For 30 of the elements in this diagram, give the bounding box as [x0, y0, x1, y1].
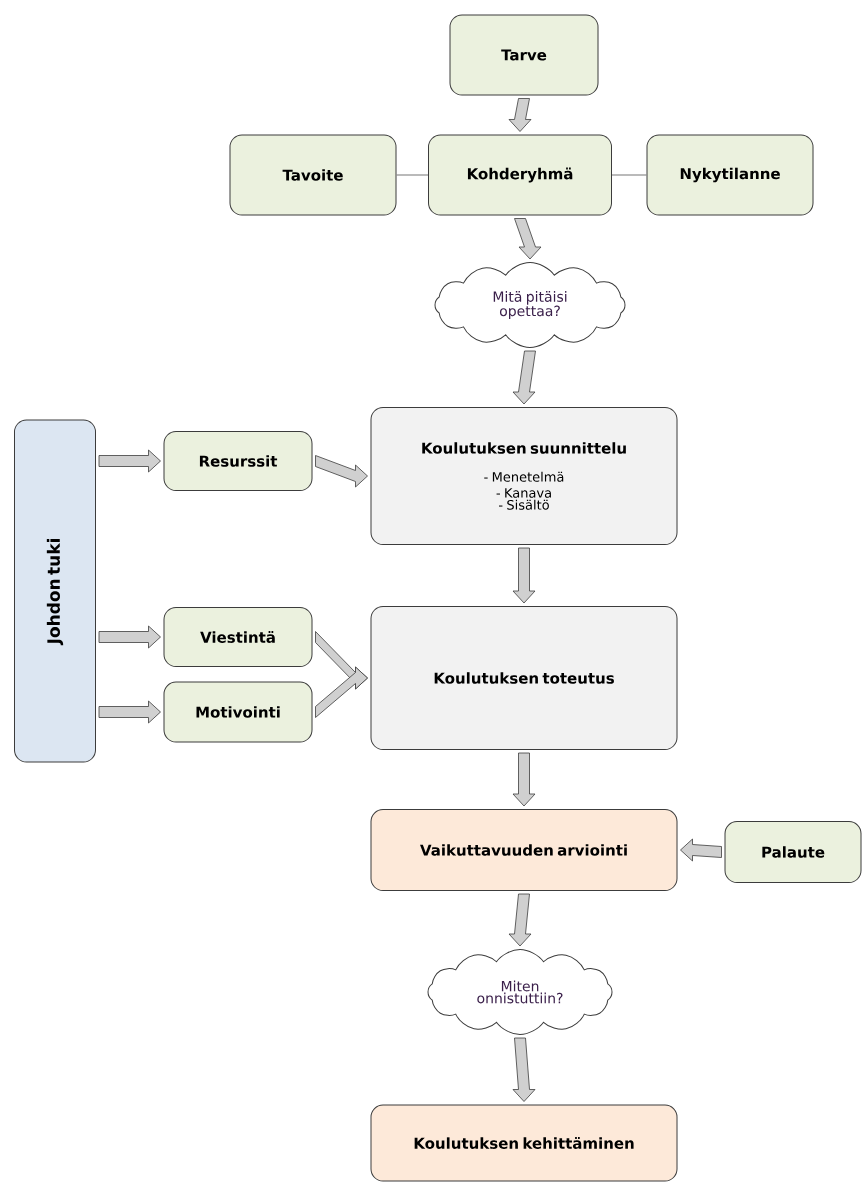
process-box: Tavoite: [229, 134, 397, 216]
block-arrow: [508, 98, 532, 132]
process-box: Resurssit: [163, 431, 313, 491]
process-box: Koulutuksen suunnittelu - Menetelmä - Kanava - Sisältö: [370, 407, 678, 545]
block-arrow: [98, 625, 161, 649]
process-box: Koulutuksen toteutus: [370, 606, 678, 750]
block-arrow: [512, 547, 536, 604]
process-box: Palaute: [724, 821, 862, 883]
block-arrow: [512, 350, 536, 405]
block-arrow: [508, 893, 532, 947]
process-box: Koulutuksen kehittäminen: [370, 1104, 678, 1182]
process-box: Motivointi: [163, 681, 313, 743]
block-arrow: [680, 838, 722, 862]
block-arrow: [315, 666, 368, 718]
connector-line: [611, 174, 647, 176]
side-bar: Johdon tuki: [14, 419, 96, 763]
connector-line: [396, 174, 429, 176]
block-arrow: [512, 752, 536, 807]
process-box: Kohderyhmä: [428, 134, 612, 216]
process-box: Vaikuttavuuden arviointi: [370, 809, 678, 891]
process-box: Viestintä: [163, 607, 313, 667]
thought-cloud: Mitä pitäisi opettaa?: [434, 262, 626, 348]
block-arrow: [514, 218, 542, 260]
process-box: Nykytilanne: [646, 134, 814, 216]
block-arrow: [98, 700, 161, 724]
block-arrow: [512, 1037, 536, 1102]
thought-cloud: Miten onnistuttiin?: [427, 949, 613, 1035]
block-arrow: [98, 449, 161, 473]
process-box: Tarve: [449, 14, 599, 96]
block-arrow: [315, 455, 368, 488]
